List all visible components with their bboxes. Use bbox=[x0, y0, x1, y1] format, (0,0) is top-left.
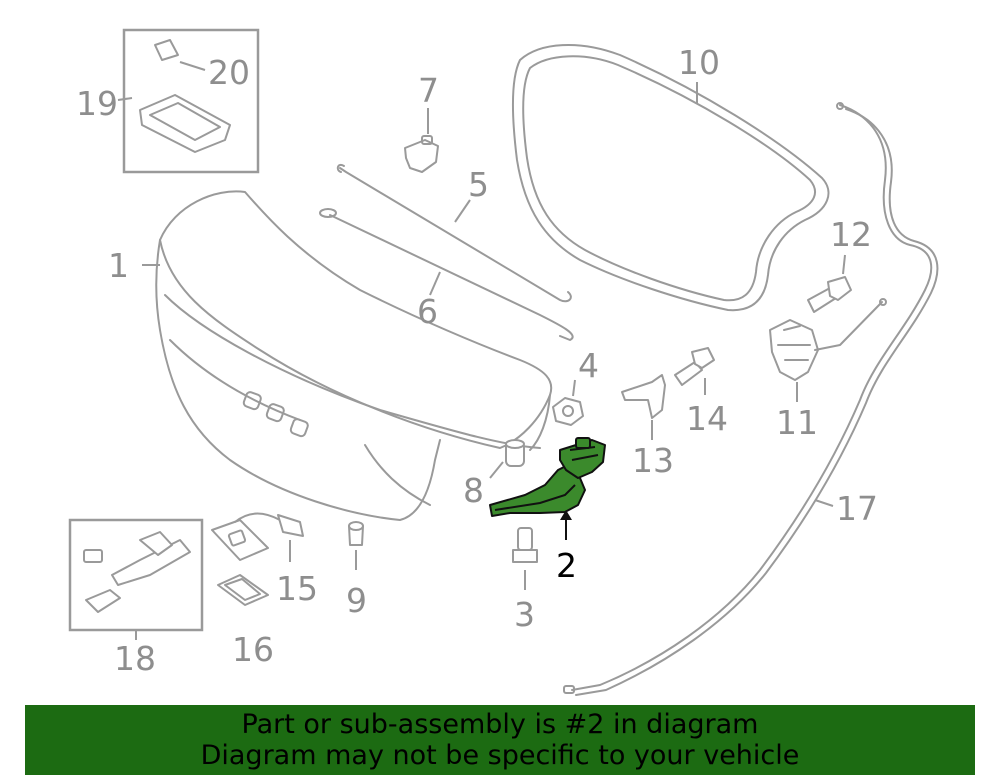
callout-17: 17 bbox=[836, 489, 878, 528]
part-6-support-rod[interactable] bbox=[319, 208, 574, 341]
part-19-group-box bbox=[122, 28, 260, 174]
callout-19: 19 bbox=[76, 84, 118, 123]
callout-1: 1 bbox=[108, 246, 129, 285]
callout-8: 8 bbox=[463, 471, 484, 510]
part-17-release-cable[interactable] bbox=[563, 102, 939, 696]
part-18-handle-assembly[interactable] bbox=[83, 531, 191, 613]
callout-11: 11 bbox=[776, 403, 818, 442]
part-12-bolt[interactable] bbox=[807, 276, 852, 313]
part-9-stopper[interactable] bbox=[348, 521, 364, 546]
part-11-bracket[interactable] bbox=[769, 298, 887, 381]
callout-5: 5 bbox=[468, 165, 489, 204]
part-10-weatherstrip[interactable] bbox=[511, 43, 830, 312]
part-4-nut[interactable] bbox=[552, 397, 584, 426]
part-2-latch-assembly-highlighted[interactable] bbox=[489, 437, 606, 517]
part-19-trunk-lamp[interactable] bbox=[139, 94, 231, 153]
callout-15: 15 bbox=[276, 569, 318, 608]
part-13-bracket[interactable] bbox=[621, 374, 666, 419]
callout-6: 6 bbox=[417, 292, 438, 331]
part-1-trunk-lid[interactable] bbox=[155, 190, 553, 521]
callout-20: 20 bbox=[208, 53, 250, 92]
callout-7: 7 bbox=[418, 71, 439, 110]
callout-2: 2 bbox=[556, 546, 577, 585]
callout-3: 3 bbox=[514, 595, 535, 634]
callout-18: 18 bbox=[114, 639, 156, 678]
part-5-support-rod[interactable] bbox=[336, 163, 572, 303]
callout-4: 4 bbox=[578, 346, 599, 385]
callout-13: 13 bbox=[632, 441, 674, 480]
callout-9: 9 bbox=[346, 581, 367, 620]
part-8-bumper[interactable] bbox=[505, 439, 525, 467]
banner-line-2: Diagram may not be specific to your vehi… bbox=[200, 740, 800, 771]
callout-12: 12 bbox=[830, 215, 872, 254]
part-20-bulb[interactable] bbox=[154, 39, 179, 61]
callout-14: 14 bbox=[686, 399, 728, 438]
part-15-license-lamp[interactable] bbox=[211, 512, 304, 561]
callout-16: 16 bbox=[232, 630, 274, 669]
info-banner: Part or sub-assembly is #2 in diagram Di… bbox=[25, 705, 975, 775]
part-14-bolt[interactable] bbox=[674, 347, 715, 386]
banner-line-1: Part or sub-assembly is #2 in diagram bbox=[241, 709, 759, 740]
part-16-lens[interactable] bbox=[217, 574, 269, 606]
part-7-clip[interactable] bbox=[404, 135, 439, 173]
callout-10: 10 bbox=[678, 43, 720, 82]
part-3-bolt[interactable] bbox=[512, 527, 538, 563]
